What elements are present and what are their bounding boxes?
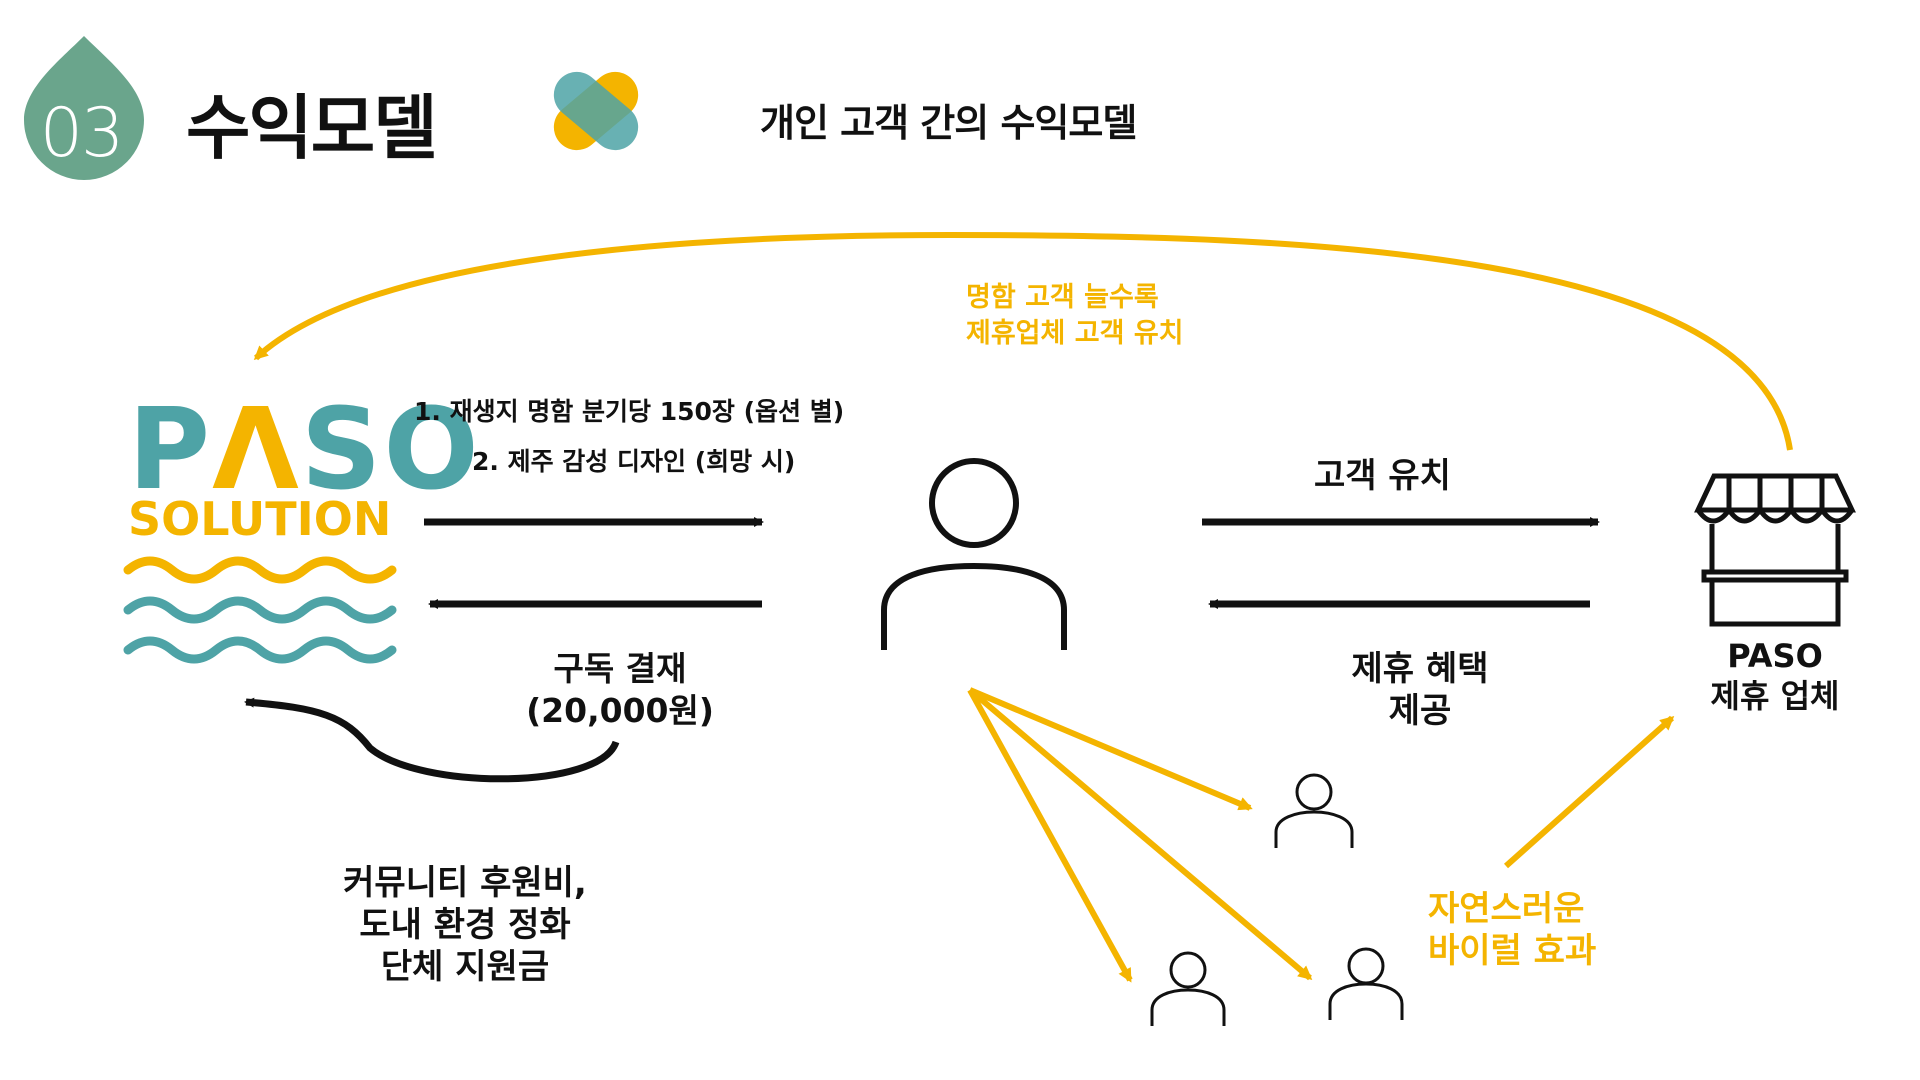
logo-letter-p: P [128,385,213,515]
mark-logo-icon [553,71,639,151]
viral-arrow [1504,715,1675,869]
viral-arrow [968,687,1253,811]
section-number: 03 [39,94,125,173]
benefit-label: 제휴 혜택 제공 [1351,649,1489,731]
viral-label: 자연스러운 바이럴 효과 [1428,889,1597,971]
partner-label: PASO 제휴 업체 [1710,637,1840,715]
arc-label: 명함 고객 늘수록 제휴업체 고객 유치 [966,282,1184,349]
customer-person-icon [881,458,1067,650]
partner-store-icon [1694,473,1856,627]
section-badge-drop [24,36,144,180]
arrow-payment-to-support [244,697,620,783]
page-subtitle: 개인 고객 간의 수익모델 [760,101,1137,145]
support-label: 커뮤니티 후원비, 도내 환경 정화 단체 지원금 [343,863,587,987]
small-person-icon [1274,773,1354,848]
viral-arrow [967,688,1133,983]
attract-label: 고객 유치 [1314,456,1451,496]
payment-label: 구독 결재 (20,000원) [526,649,714,730]
paso-logo-solution: SOLUTION [128,492,392,546]
offer-label-2: 2. 제주 감성 디자인 (희망 시) [472,447,796,476]
paso-logo-text: PΛSO [128,385,481,515]
logo-waves-icon [123,556,397,664]
viral-arrow [968,687,1313,981]
page-title: 수익모델 [186,87,438,169]
arc-partner-to-paso [253,231,1793,451]
small-person-icon [1150,951,1226,1026]
logo-letters-so: SO [300,385,481,515]
offer-label-1: 1. 재생지 명함 분기당 150장 (옵션 별) [414,397,845,426]
small-person-icon [1328,947,1404,1020]
logo-letter-a: Λ [212,385,301,515]
